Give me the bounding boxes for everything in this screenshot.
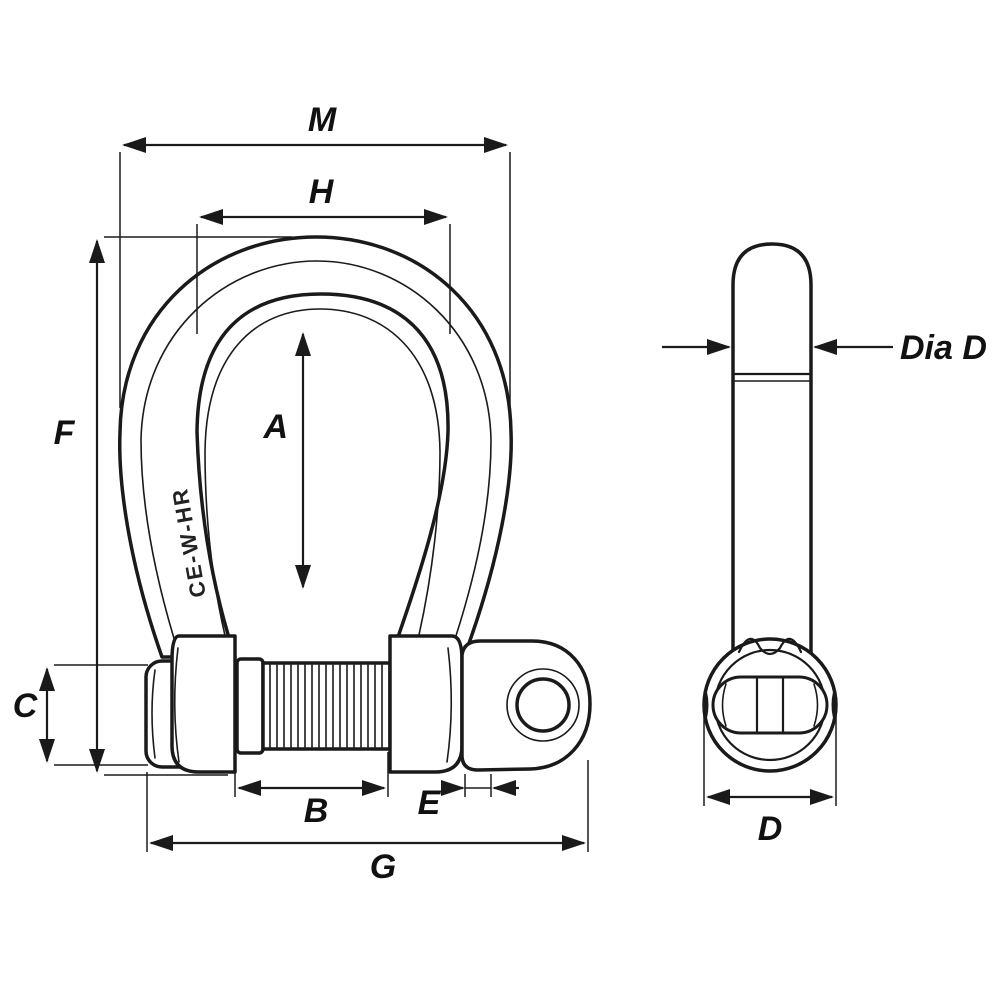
knurl-texture-lines [269,664,383,748]
dimension-g: G [146,760,589,886]
pin-head-highlight [151,669,156,759]
shadow-sliver-right [831,692,835,718]
pin-end-arc-left [721,683,727,727]
dimension-m: M [119,101,511,408]
front-view-shackle: CE-W-HR [118,235,592,774]
dim-label-h: H [309,173,335,211]
dimension-b: B [234,752,389,830]
dimension-h: H [196,173,451,334]
dim-label-dia-d: Dia D [900,329,987,367]
bow-body [118,235,513,659]
right-lug-highlight [446,647,453,763]
dimension-d: D [703,714,837,848]
bow-inner-rim-line [204,308,441,649]
left-lug [170,634,237,774]
dimension-e: E [418,774,519,822]
dim-label-c: C [13,687,38,725]
pin-eye-boss-ring [506,668,580,742]
dimension-f: F [54,236,292,776]
side-view-pin [702,242,838,773]
pin-side-capsule [731,242,813,667]
forged-transition-detail [737,637,803,656]
pin-eye-hole [515,677,571,733]
dim-label-e: E [418,784,442,822]
dimension-a: A [262,332,311,589]
shadow-sliver-left [705,692,709,718]
pin-collar [235,657,265,755]
dim-label-d: D [758,810,783,848]
dim-label-f: F [54,414,76,452]
pin-end-arc-right [813,683,819,727]
dim-label-m: M [308,101,337,139]
dim-label-b: B [304,792,329,830]
dim-label-g: G [370,848,396,886]
pin-end-cylinder [711,675,829,735]
dimension-c: C [13,664,148,766]
dimension-dia-d: Dia D [662,329,987,367]
dim-label-a: A [262,408,288,446]
left-lug-highlight [173,647,180,763]
bow-contour-line [140,260,492,646]
